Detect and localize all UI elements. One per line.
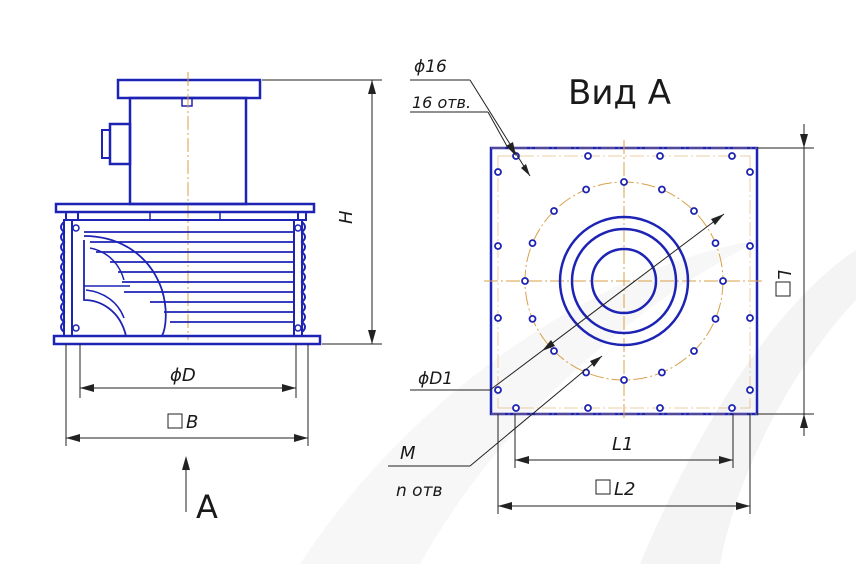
motor-cap xyxy=(116,78,262,100)
mounting-hole xyxy=(550,347,558,355)
bolt-count-label: n отв xyxy=(396,481,443,501)
mounting-hole xyxy=(690,347,698,355)
mounting-hole xyxy=(584,404,592,412)
middle-ring xyxy=(570,227,678,335)
left-fins xyxy=(60,221,66,333)
mounting-hole xyxy=(521,277,529,285)
mounting-hole xyxy=(656,152,664,160)
view-title: Вид А xyxy=(568,73,671,113)
l1-label: L1 xyxy=(612,434,633,455)
terminal-box xyxy=(108,122,132,166)
mounting-hole xyxy=(494,314,502,322)
l-label: L xyxy=(773,270,794,280)
mounting-hole xyxy=(512,404,520,412)
outer-ring xyxy=(558,215,690,347)
mounting-hole xyxy=(584,152,592,160)
mounting-hole xyxy=(528,239,537,248)
side-view xyxy=(52,72,322,346)
watermark-shape xyxy=(640,250,856,564)
mounting-hole xyxy=(728,152,736,160)
louvres xyxy=(84,231,294,323)
l2-label: L2 xyxy=(614,479,635,500)
square-b-label: B xyxy=(186,412,198,433)
mounting-hole xyxy=(711,239,720,248)
top-flange xyxy=(54,202,316,214)
right-fins xyxy=(300,221,306,333)
side-dimensions xyxy=(65,79,382,512)
mounting-hole xyxy=(494,386,502,394)
mounting-hole xyxy=(494,168,502,176)
mounting-hole xyxy=(620,376,628,384)
mounting-hole xyxy=(746,314,754,322)
mounting-hole xyxy=(528,314,537,323)
mounting-hole xyxy=(746,168,754,176)
top-rail xyxy=(65,211,307,221)
mounting-hole xyxy=(620,178,628,186)
terminal-gland xyxy=(101,129,111,159)
inner-ring xyxy=(590,247,658,315)
plan-dimensions xyxy=(388,79,814,514)
mounting-hole xyxy=(711,314,720,323)
hole-diameter-label: ϕ16 xyxy=(414,57,447,77)
impeller-outline xyxy=(83,235,167,337)
hole-count-label: 16 отв. xyxy=(412,93,471,112)
view-a xyxy=(484,140,764,420)
right-post xyxy=(293,219,303,337)
height-label: H xyxy=(336,210,357,224)
mounting-hole xyxy=(658,185,666,194)
left-post xyxy=(63,219,73,337)
mounting-hole xyxy=(728,404,736,412)
mounting-holes xyxy=(494,152,754,412)
base-flange xyxy=(52,334,322,346)
mounting-hole xyxy=(690,207,698,215)
bolt-circle-label: ϕD1 xyxy=(418,369,453,389)
motor-tab xyxy=(181,97,193,107)
mounting-hole xyxy=(658,368,666,377)
mounting-hole xyxy=(582,185,590,194)
view-arrow-label: A xyxy=(196,488,218,526)
mounting-hole xyxy=(494,242,502,250)
mounting-hole xyxy=(550,207,558,215)
bolt-thread-label: M xyxy=(400,443,416,464)
mounting-hole xyxy=(746,242,754,250)
mounting-hole xyxy=(746,386,754,394)
diameter-label: ϕD xyxy=(170,365,196,386)
mounting-hole xyxy=(656,404,664,412)
watermark-shape xyxy=(300,240,760,564)
mounting-hole xyxy=(719,277,727,285)
